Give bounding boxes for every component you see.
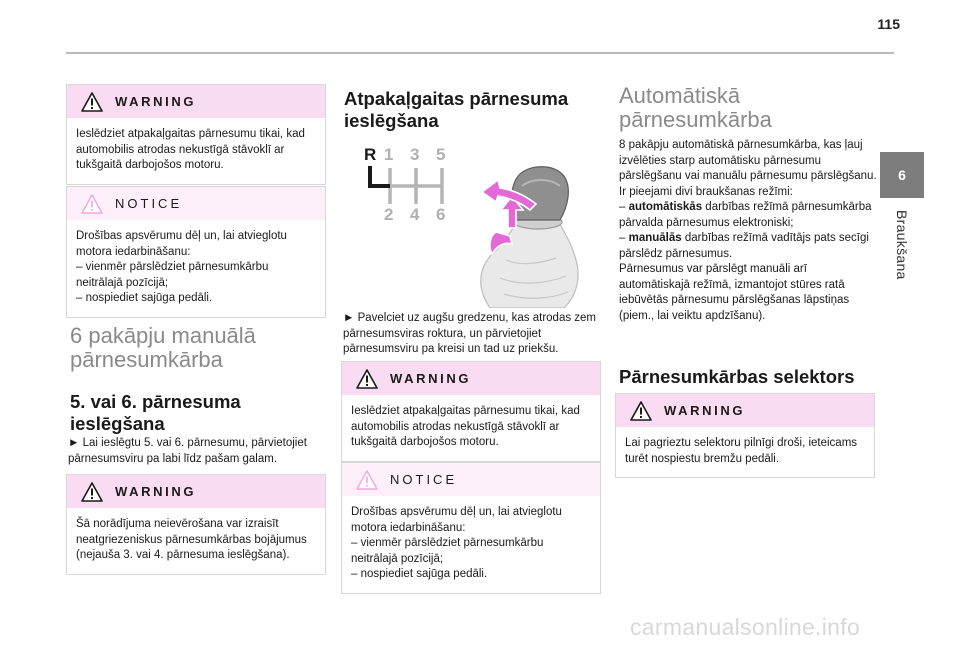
paddles-paragraph: Pārnesumus var pārslēgt manuāli arī auto… (619, 263, 850, 322)
chapter-tab[interactable]: 6 (880, 152, 924, 198)
subheading: 5. vai 6. pārnesuma ieslēgšana (70, 391, 241, 435)
gear-label-3: 3 (410, 145, 419, 164)
heading-line: Automātiskā (619, 83, 741, 108)
notice-title: NOTICE (390, 472, 458, 487)
selector-heading: Pārnesumkārbas selektors (619, 366, 855, 387)
watermark: carmanualsonline.info (630, 614, 861, 640)
warning-box: WARNING Šā norādījuma neievērošana var i… (66, 474, 326, 575)
page-number: 115 (877, 16, 900, 32)
chapter-label: Braukšana (894, 210, 910, 280)
notice-line: – nospiediet sajūga pedāli. (351, 568, 488, 580)
warning-box: WARNING Ieslēdziet atpakaļgaitas pārnesu… (66, 84, 326, 185)
gear-label-4: 4 (410, 205, 420, 224)
section-heading-line: 6 pakāpju manuālā (70, 323, 256, 348)
heading-line: ieslēgšana (344, 110, 439, 131)
warning-text: Ieslēdziet atpakaļgaitas pārnesumu tikai… (76, 128, 305, 171)
notice-line: Drošības apsvērumu dēļ un, lai atvieglot… (76, 230, 287, 258)
notice-line: Drošības apsvērumu dēļ un, lai atvieglot… (351, 506, 562, 534)
warning-title: WARNING (115, 484, 197, 499)
mode-manual-text: darbības režīmā vadītājs pats secīgi pār… (619, 232, 869, 260)
instruction-text: ► Pavelciet uz augšu gredzenu, kas atrod… (343, 312, 597, 355)
section-heading-line: pārnesumkārba (70, 347, 223, 372)
notice-icon (81, 193, 103, 214)
mode-auto-text: darbības režīmā pārnesumkārba pārvalda p… (619, 201, 872, 229)
warning-box-header: WARNING (342, 362, 600, 395)
notice-line: – nospiediet sajūga pedāli. (76, 292, 213, 304)
warning-box-header: WARNING (67, 85, 325, 118)
warning-text: Lai pagrieztu selektoru pilnīgi droši, i… (625, 437, 858, 465)
notice-icon (356, 469, 378, 490)
warning-box-header: WARNING (616, 394, 874, 427)
section-heading: 6 pakāpju manuālā pārnesumkārba (70, 324, 256, 372)
warning-box: WARNING Ieslēdziet atpakaļgaitas pārnesu… (341, 361, 601, 462)
reverse-gear-heading: Atpakaļgaitas pārnesuma ieslēgšana (344, 88, 568, 132)
notice-box: NOTICE Drošības apsvērumu dēļ un, lai at… (66, 186, 326, 318)
subheading-line: ieslēgšana (70, 413, 165, 434)
warning-text: Šā norādījuma neievērošana var izraisīt … (76, 518, 307, 561)
automatic-gearbox-heading: Automātiskā pārnesumkārba (619, 84, 772, 132)
notice-text: Drošības apsvērumu dēļ un, lai atvieglot… (67, 220, 325, 317)
subheading-line: 5. vai 6. pārnesuma (70, 391, 241, 412)
notice-line: – vienmēr pārslēdziet pārnesumkārbu neit… (351, 537, 544, 565)
automatic-gearbox-text: 8 pakāpju automātiskā pārnesumkārba, kas… (619, 138, 877, 324)
gear-label-r: R (364, 145, 376, 164)
warning-icon (356, 368, 378, 389)
notice-line: – vienmēr pārslēdziet pārnesumkārbu neit… (76, 261, 269, 289)
gear-shift-diagram: R 1 3 5 2 4 6 (364, 145, 579, 308)
gear-pattern: R 1 3 5 2 4 6 (364, 145, 445, 224)
instruction-text: ► Lai ieslēgtu 5. vai 6. pārnesumu, pārv… (68, 437, 307, 465)
gear-label-6: 6 (436, 205, 445, 224)
warning-icon (81, 91, 103, 112)
notice-text: Drošības apsvērumu dēļ un, lai atvieglot… (342, 496, 600, 593)
gear-label-5: 5 (436, 145, 445, 164)
motion-arrows (480, 178, 538, 256)
notice-box-header: NOTICE (67, 187, 325, 220)
warning-text: Ieslēdziet atpakaļgaitas pārnesumu tikai… (351, 405, 580, 448)
mode-manual-item: – manuālās darbības režīmā vadītājs pats… (619, 232, 869, 260)
intro-paragraph: 8 pakāpju automātiskā pārnesumkārba, kas… (619, 139, 877, 182)
warning-box: WARNING Lai pagrieztu selektoru pilnīgi … (615, 393, 875, 478)
modes-intro: Ir pieejami divi braukšanas režīmi: (619, 185, 793, 198)
notice-box: NOTICE Drošības apsvērumu dēļ un, lai at… (341, 462, 601, 594)
warning-icon (81, 481, 103, 502)
warning-title: WARNING (390, 371, 472, 386)
warning-title: WARNING (664, 403, 746, 418)
warning-title: WARNING (115, 94, 197, 109)
warning-icon (630, 400, 652, 421)
heading-line: pārnesumkārba (619, 107, 772, 132)
mode-manual-term: manuālās (628, 232, 682, 244)
notice-box-header: NOTICE (342, 463, 600, 496)
warning-box-header: WARNING (67, 475, 325, 508)
heading-line: Atpakaļgaitas pārnesuma (344, 88, 569, 109)
notice-title: NOTICE (115, 196, 183, 211)
top-rule (66, 52, 894, 54)
mode-auto-term: automātiskās (628, 201, 703, 213)
gear-label-1: 1 (384, 145, 393, 164)
mode-auto-item: – automātiskās darbības režīmā pārnesumk… (619, 201, 872, 229)
gear-label-2: 2 (384, 205, 393, 224)
